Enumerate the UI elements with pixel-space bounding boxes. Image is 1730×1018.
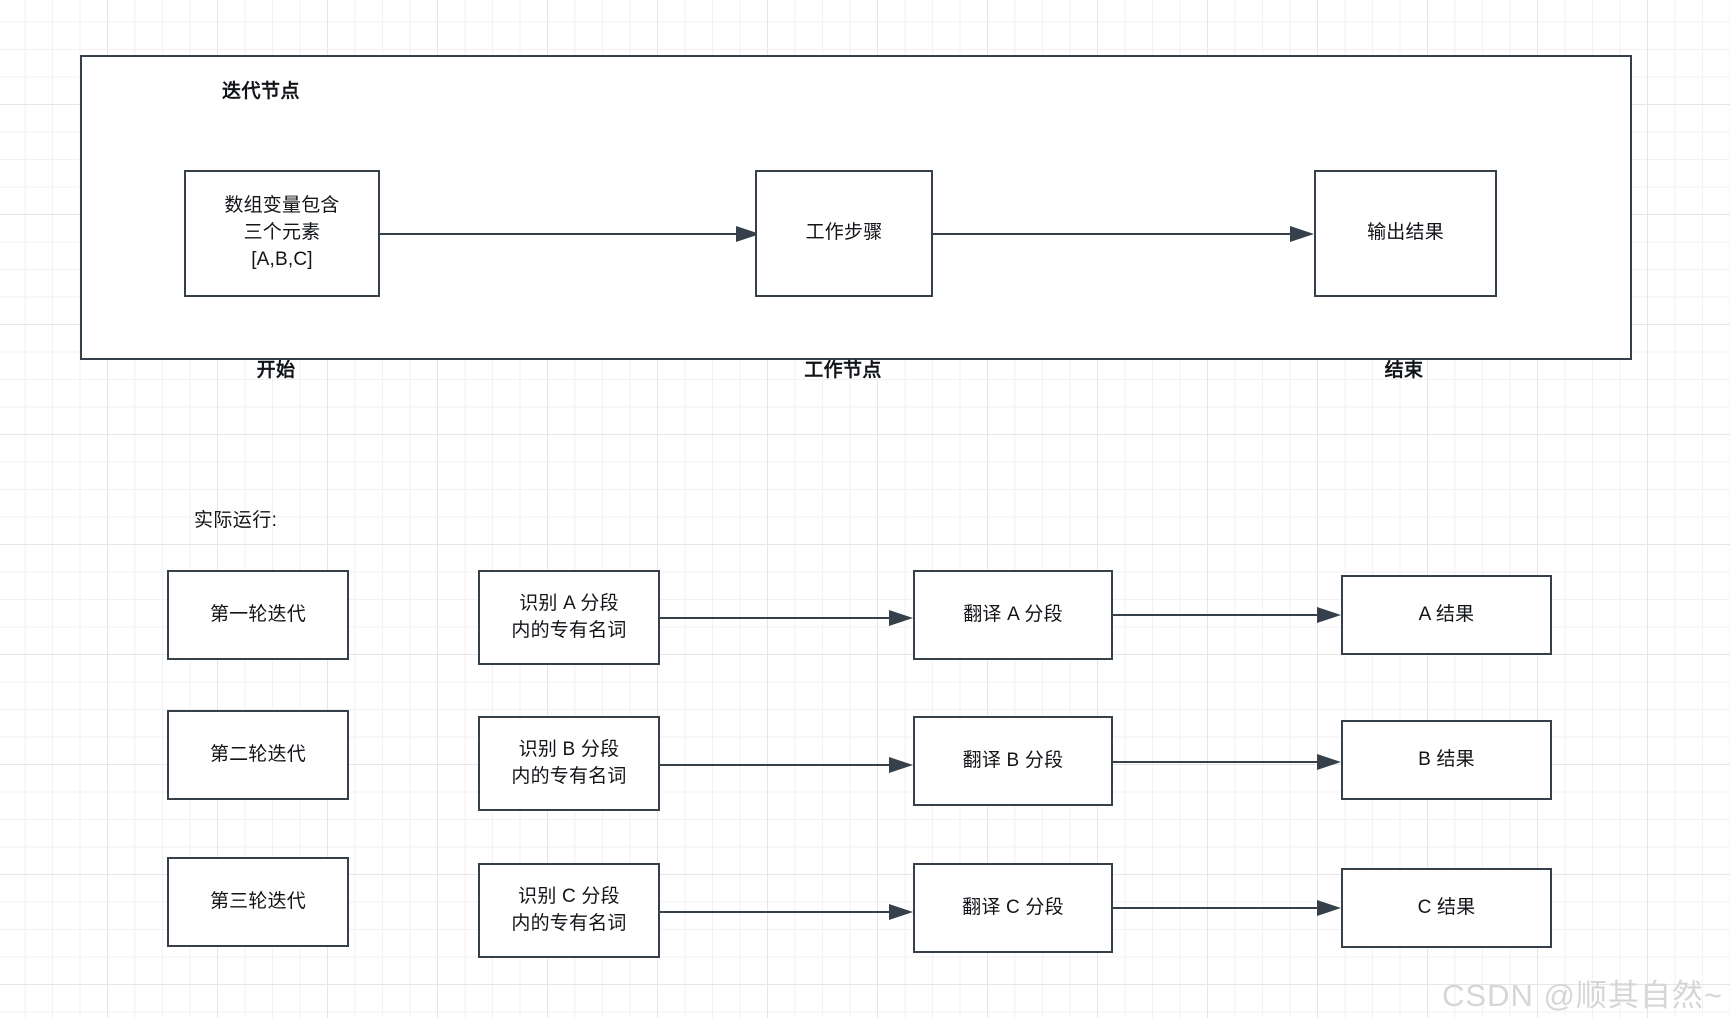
- output-result-node[interactable]: 输出结果: [1314, 170, 1497, 297]
- result-box[interactable]: A 结果: [1341, 575, 1552, 655]
- output-result-node-caption: 结束: [1384, 360, 1424, 381]
- identify-terms-box[interactable]: 识别 B 分段 内的专有名词: [478, 716, 660, 811]
- result-box[interactable]: C 结果: [1341, 868, 1552, 948]
- work-step-node-caption: 工作节点: [804, 360, 882, 381]
- runtime-section-label: 实际运行:: [194, 510, 278, 531]
- start-node-caption: 开始: [256, 360, 296, 381]
- identify-terms-box[interactable]: 识别 A 分段 内的专有名词: [478, 570, 660, 665]
- identify-terms-box[interactable]: 识别 C 分段 内的专有名词: [478, 863, 660, 958]
- iteration-round-box[interactable]: 第三轮迭代: [167, 857, 349, 947]
- work-step-node[interactable]: 工作步骤: [755, 170, 933, 297]
- result-box[interactable]: B 结果: [1341, 720, 1552, 800]
- iteration-node-frame-title: 迭代节点: [222, 81, 301, 102]
- arrow-identify-to-translate-row2: [660, 757, 913, 773]
- arrow-translate-to-result-row1: [1113, 607, 1341, 623]
- arrow-identify-to-translate-row1: [660, 610, 913, 626]
- translate-box[interactable]: 翻译 A 分段: [913, 570, 1113, 660]
- csdn-watermark: CSDN @顺其自然~: [1442, 978, 1724, 1013]
- arrow-translate-to-result-row2: [1113, 754, 1341, 770]
- arrow-translate-to-result-row3: [1113, 900, 1341, 916]
- iteration-round-box[interactable]: 第二轮迭代: [167, 710, 349, 800]
- start-node[interactable]: 数组变量包含 三个元素 [A,B,C]: [184, 170, 380, 297]
- translate-box[interactable]: 翻译 B 分段: [913, 716, 1113, 806]
- translate-box[interactable]: 翻译 C 分段: [913, 863, 1113, 953]
- arrow-identify-to-translate-row3: [660, 904, 913, 920]
- iteration-round-box[interactable]: 第一轮迭代: [167, 570, 349, 660]
